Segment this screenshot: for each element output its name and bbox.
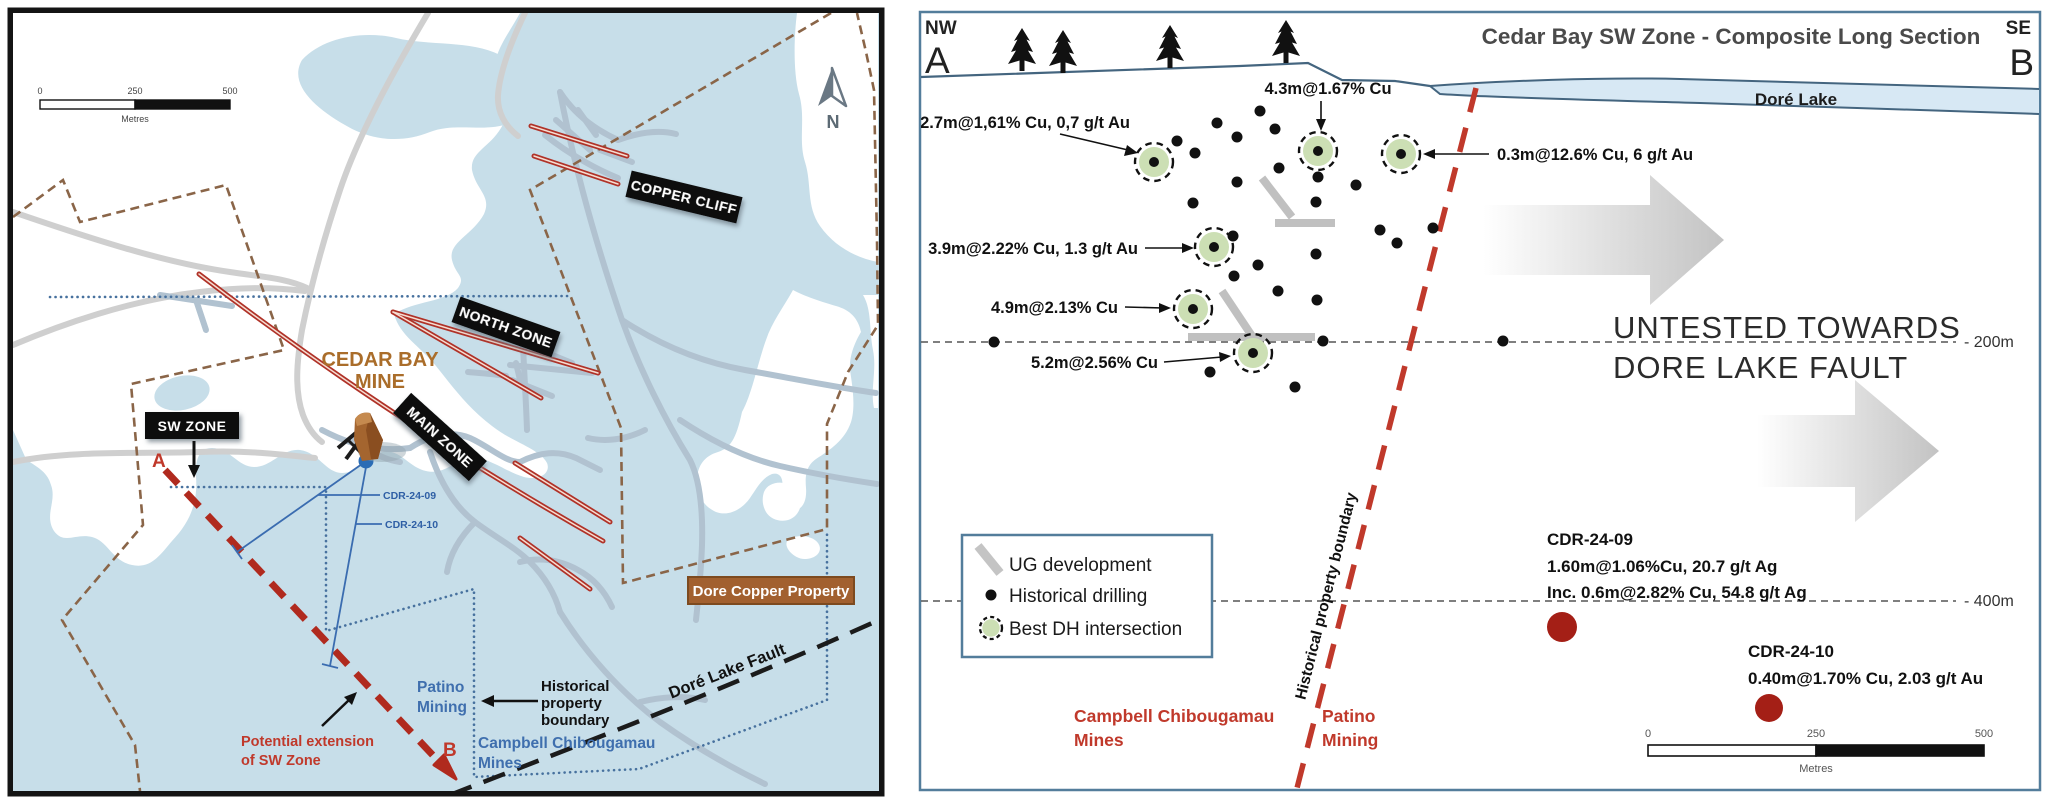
map-fault-line bbox=[454, 617, 879, 791]
map-scalebar: 0 250 500 Metres bbox=[37, 86, 237, 124]
section-campbell-label: Campbell Chibougamau Mines bbox=[1074, 706, 1274, 750]
map-hist-boundary-line2: property bbox=[541, 695, 603, 712]
property-box: Dore Copper Property bbox=[687, 576, 855, 605]
historical-dots bbox=[988, 105, 1509, 393]
untested-line1: UNTESTED TOWARDS bbox=[1613, 310, 1961, 345]
ug-development-bars bbox=[1188, 175, 1335, 348]
untested-arrow-upper bbox=[1483, 175, 1724, 305]
cdr09-block: CDR-24-09 1.60m@1.06%Cu, 20.7 g/t Ag Inc… bbox=[1547, 530, 1807, 642]
map-brown-boundary bbox=[13, 13, 879, 791]
lake-band bbox=[1427, 77, 2039, 115]
potential-extension-line1: Potential extension bbox=[241, 734, 374, 750]
north-arrow-n-text: N bbox=[827, 112, 840, 132]
lake-label: Doré Lake bbox=[1755, 90, 1837, 109]
map-patino-line1: Patino bbox=[417, 679, 464, 696]
annotation-3: 0.3m@12.6% Cu, 6 g/t Au bbox=[1497, 146, 1693, 164]
map-marker-a: A bbox=[152, 451, 166, 472]
map-red-lines bbox=[196, 123, 630, 592]
section-scalebar-unit: Metres bbox=[1799, 763, 1833, 775]
cdr09-line1: CDR-24-09 bbox=[1547, 530, 1633, 549]
surface-line: Doré Lake bbox=[921, 61, 2039, 115]
map-campbell-line2: Mines bbox=[478, 755, 522, 772]
map-hole-label-1: CDR-24-09 bbox=[383, 490, 436, 502]
map-marker-b: B bbox=[443, 740, 457, 761]
corner-se: SE bbox=[2006, 18, 2031, 39]
section-patino-label: Patino Mining bbox=[1322, 706, 1378, 750]
cdr09-line2: 1.60m@1.06%Cu, 20.7 g/t Ag bbox=[1547, 557, 1777, 576]
untested-text: UNTESTED TOWARDS DORE LAKE FAULT bbox=[1613, 310, 1961, 385]
zone-label-sw-zone: SW ZONE bbox=[145, 412, 239, 439]
annotation-2: 4.3m@1.67% Cu bbox=[1264, 80, 1391, 98]
section-patino-line2: Mining bbox=[1322, 730, 1378, 750]
annotation-6: 5.2m@2.56% Cu bbox=[1031, 354, 1158, 372]
cdr10-line2: 0.40m@1.70% Cu, 2.03 g/t Au bbox=[1748, 669, 1983, 688]
cdr10-line1: CDR-24-10 bbox=[1748, 642, 1834, 661]
map-scalebar-tick-500: 500 bbox=[222, 86, 237, 96]
map-hole-label-2: CDR-24-10 bbox=[385, 519, 438, 531]
cdr09-line3: Inc. 0.6m@2.82% Cu, 54.8 g/t Ag bbox=[1547, 583, 1807, 602]
map-hist-boundary-note: Historical property boundary bbox=[481, 678, 610, 729]
legend-ug-label: UG development bbox=[1009, 555, 1152, 576]
map-drill-traces bbox=[231, 463, 382, 669]
map-scalebar-tick-250: 250 bbox=[127, 86, 142, 96]
annotation-4: 3.9m@2.22% Cu, 1.3 g/t Au bbox=[928, 240, 1138, 258]
potential-extension-line2: of SW Zone bbox=[241, 753, 321, 769]
section-scalebar: 0 250 500 Metres bbox=[1645, 728, 1993, 775]
section-scalebar-tick-0: 0 bbox=[1645, 728, 1651, 740]
sw-zone-arrow bbox=[188, 441, 200, 478]
section-scalebar-tick-500: 500 bbox=[1975, 728, 1993, 740]
map-small-lakes bbox=[154, 34, 531, 411]
mine-headframe-icon bbox=[336, 412, 406, 462]
map-campbell-label: Campbell Chibougamau Mines bbox=[478, 735, 655, 772]
untested-arrow-lower bbox=[1757, 380, 1939, 522]
depth-200-label: - 200m bbox=[1964, 334, 2014, 351]
cdr10-block: CDR-24-10 0.40m@1.70% Cu, 2.03 g/t Au bbox=[1748, 642, 1983, 722]
depth-400-label: - 400m bbox=[1964, 593, 2014, 610]
mine-name-line2: MINE bbox=[355, 371, 405, 393]
corner-nw: NW bbox=[925, 18, 957, 39]
potential-extension: Potential extension of SW Zone bbox=[241, 692, 374, 769]
section-campbell-line2: Mines bbox=[1074, 730, 1124, 750]
map-scalebar-tick-0: 0 bbox=[37, 86, 42, 96]
intersection-annotations: 2.7m@1,61% Cu, 0,7 g/t Au 4.3m@1.67% Cu … bbox=[920, 80, 1693, 372]
annotation-1: 2.7m@1,61% Cu, 0,7 g/t Au bbox=[920, 114, 1130, 132]
property-box-text: Dore Copper Property bbox=[693, 583, 850, 600]
legend-best-label: Best DH intersection bbox=[1009, 619, 1182, 640]
map-hist-boundary-line3: boundary bbox=[541, 712, 610, 729]
section-legend: UG development Historical drilling Best … bbox=[960, 533, 1214, 659]
section-frame bbox=[918, 10, 2042, 792]
map-patino-label: Patino Mining bbox=[417, 679, 467, 716]
map-sw-extension bbox=[162, 467, 458, 781]
map-patino-line2: Mining bbox=[417, 699, 467, 716]
section-campbell-line1: Campbell Chibougamau bbox=[1074, 706, 1274, 726]
annotation-5: 4.9m@2.13% Cu bbox=[991, 299, 1118, 317]
section-scalebar-tick-250: 250 bbox=[1807, 728, 1825, 740]
untested-line2: DORE LAKE FAULT bbox=[1613, 350, 1908, 385]
corner-a: A bbox=[925, 40, 950, 81]
map-panel: Doré Lake Fault bbox=[7, 7, 885, 797]
map-scalebar-unit: Metres bbox=[121, 114, 149, 124]
map-campbell-line1: Campbell Chibougamau bbox=[478, 735, 655, 752]
mine-name-line1: CEDAR BAY bbox=[321, 349, 439, 371]
zone-label-sw-zone-text: SW ZONE bbox=[158, 418, 227, 434]
legend-drilling-label: Historical drilling bbox=[1009, 586, 1147, 607]
section-title: Cedar Bay SW Zone - Composite Long Secti… bbox=[1482, 24, 1981, 49]
north-arrow-icon: N bbox=[818, 66, 848, 132]
section-patino-line1: Patino bbox=[1322, 706, 1375, 726]
map-blue-boundary bbox=[48, 294, 829, 779]
corner-b: B bbox=[2009, 42, 2034, 83]
map-hist-boundary-line1: Historical bbox=[541, 678, 609, 695]
